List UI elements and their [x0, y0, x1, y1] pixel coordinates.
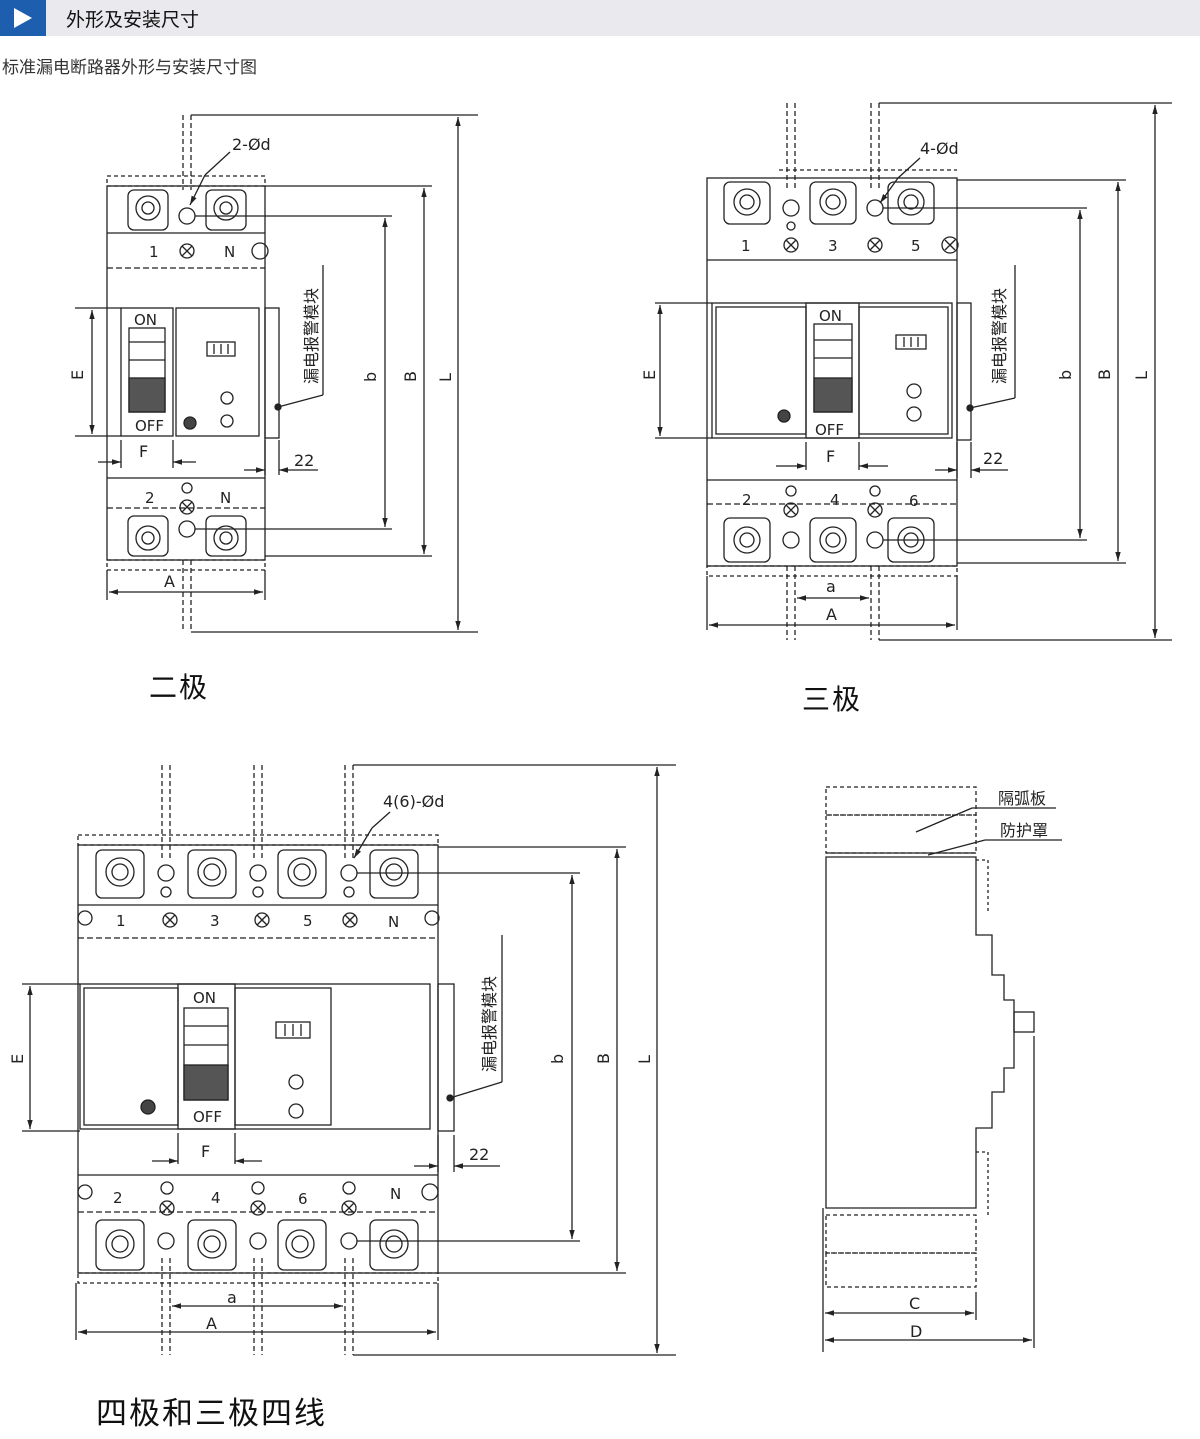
two-pole-dim-l: L	[436, 373, 455, 382]
two-pole-terminal-2: 2	[145, 489, 155, 507]
three-pole-dim-l: L	[1132, 371, 1151, 380]
four-pole-dim-l: L	[635, 1055, 654, 1064]
play-arrow-icon	[0, 0, 46, 36]
three-pole-dim-f: F	[826, 447, 835, 466]
two-pole-on-label: ON	[134, 311, 157, 329]
four-pole-dim-e: E	[8, 1054, 27, 1064]
two-pole-dim-b-large: B	[401, 371, 420, 382]
two-pole-caption: 二极	[149, 671, 210, 704]
four-pole-caption: 四极和三极四线	[96, 1396, 327, 1432]
three-pole-module-label: 漏电报警模块	[990, 288, 1009, 384]
three-pole-dim-a-large: A	[826, 605, 837, 624]
two-pole-dim-a: A	[164, 572, 175, 591]
protective-cover-label: 防护罩	[1000, 821, 1048, 840]
three-pole-terminal-4: 4	[830, 491, 840, 509]
four-pole-dim-f: F	[201, 1142, 210, 1161]
three-pole-hole-label: 4-Ød	[920, 139, 959, 158]
page-subtitle: 标准漏电断路器外形与安装尺寸图	[2, 58, 257, 78]
four-pole-drawing	[22, 764, 676, 1356]
four-pole-dim-a-small: a	[227, 1288, 237, 1307]
four-pole-on-label: ON	[193, 989, 216, 1007]
section-header: 外形及安装尺寸	[0, 0, 1200, 36]
four-pole-terminal-n-top: N	[388, 913, 399, 931]
side-view-drawing	[822, 786, 1062, 1352]
two-pole-dim-f: F	[139, 442, 148, 461]
four-pole-off-label: OFF	[193, 1108, 222, 1126]
three-pole-caption: 三极	[802, 683, 863, 716]
three-pole-off-label: OFF	[815, 421, 844, 439]
four-pole-dim-b-large: B	[594, 1053, 613, 1064]
two-pole-off-label: OFF	[135, 417, 164, 435]
two-pole-dim-b-small: b	[361, 372, 380, 382]
four-pole-terminal-4: 4	[211, 1189, 221, 1207]
four-pole-terminal-2: 2	[113, 1189, 123, 1207]
two-pole-hole-label: 2-Ød	[232, 135, 271, 154]
side-dim-c: C	[909, 1294, 920, 1313]
three-pole-terminal-2: 2	[742, 491, 752, 509]
arc-barrier-label: 隔弧板	[998, 789, 1046, 808]
three-pole-on-label: ON	[819, 307, 842, 325]
three-pole-dim-22: 22	[983, 449, 1003, 468]
three-pole-terminal-6: 6	[909, 492, 919, 510]
two-pole-module-label: 漏电报警模块	[302, 288, 321, 384]
three-pole-drawing	[655, 102, 1172, 641]
three-pole-dim-b-small: b	[1056, 370, 1075, 380]
two-pole-terminal-n-bottom: N	[220, 489, 231, 507]
three-pole-dim-b-large: B	[1095, 369, 1114, 380]
two-pole-dim-e: E	[68, 370, 87, 380]
four-pole-terminal-n-bottom: N	[390, 1185, 401, 1203]
two-pole-dim-22: 22	[294, 451, 314, 470]
side-dim-d: D	[910, 1322, 922, 1341]
four-pole-dim-b-small: b	[548, 1054, 567, 1064]
four-pole-hole-label: 4(6)-Ød	[383, 792, 444, 811]
three-pole-terminal-1: 1	[741, 237, 751, 255]
four-pole-dim-a-large: A	[206, 1314, 217, 1333]
four-pole-terminal-6: 6	[298, 1190, 308, 1208]
section-title: 外形及安装尺寸	[66, 9, 200, 31]
four-pole-terminal-3: 3	[210, 912, 220, 930]
three-pole-dim-e: E	[640, 370, 659, 380]
three-pole-terminal-3: 3	[828, 237, 838, 255]
four-pole-terminal-5: 5	[303, 912, 313, 930]
four-pole-module-label: 漏电报警模块	[480, 976, 499, 1072]
two-pole-terminal-1: 1	[149, 243, 159, 261]
three-pole-dim-a-small: a	[826, 577, 836, 596]
three-pole-terminal-5: 5	[911, 237, 921, 255]
four-pole-terminal-1: 1	[116, 912, 126, 930]
two-pole-terminal-n-top: N	[224, 243, 235, 261]
two-pole-drawing	[75, 114, 478, 633]
four-pole-dim-22: 22	[469, 1145, 489, 1164]
